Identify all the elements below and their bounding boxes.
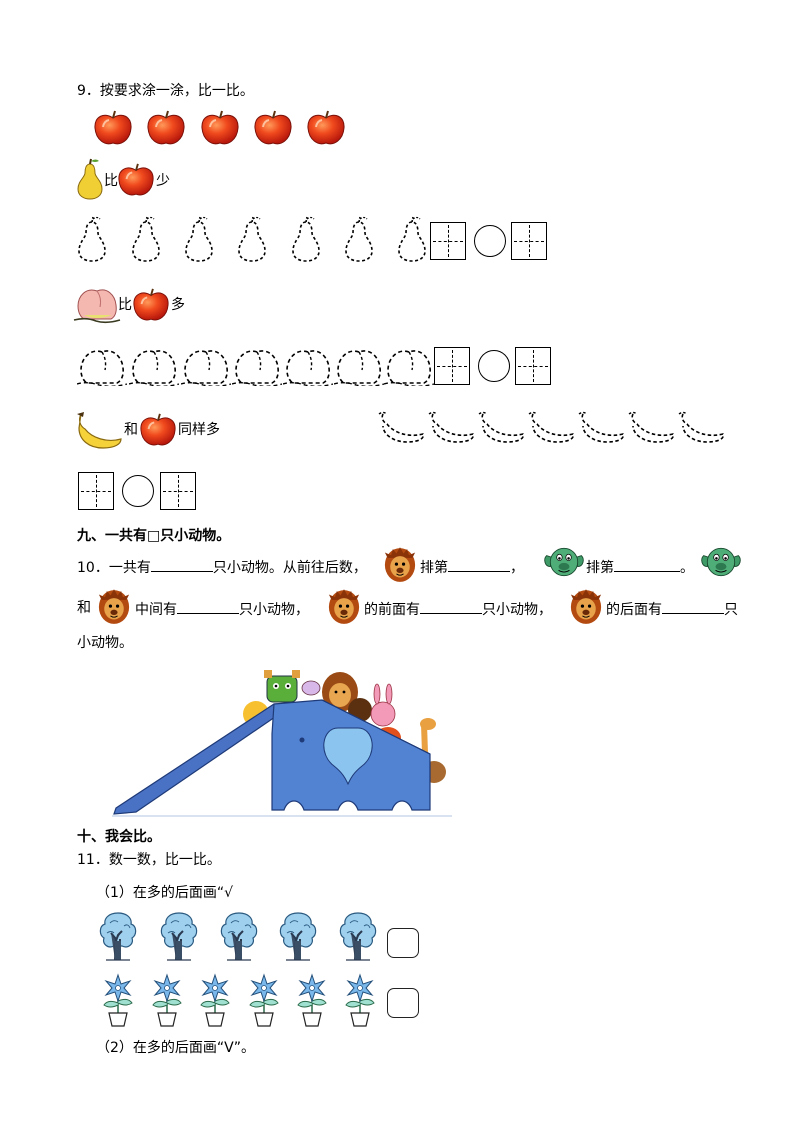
dashed-peach-row[interactable] bbox=[77, 346, 437, 392]
answer-blank-front[interactable] bbox=[420, 599, 482, 614]
question-11-sub-2: （2）在多的后面画“V”。 bbox=[96, 1040, 255, 1056]
flower-pot-icon bbox=[345, 974, 375, 1027]
q10-text: 中间有 bbox=[135, 602, 177, 618]
q10-text: 只小动物。从前往后数， bbox=[212, 560, 367, 576]
tree-icon bbox=[160, 912, 198, 961]
flower-pot-icon bbox=[152, 974, 182, 1027]
compare-circle-peach[interactable] bbox=[478, 350, 510, 382]
answer-box-peach-right[interactable] bbox=[515, 347, 551, 385]
question-11-title: 11．数一数，比一比。 bbox=[77, 852, 221, 868]
q10-text: 10．一共有 bbox=[77, 560, 151, 576]
answer-blank-between[interactable] bbox=[177, 599, 239, 614]
peach-compare-label-duo: 多 bbox=[171, 297, 185, 313]
compare-circle-banana[interactable] bbox=[122, 475, 154, 507]
dashed-banana-row[interactable] bbox=[377, 410, 737, 450]
lion-icon bbox=[98, 589, 130, 629]
q10-text: ， bbox=[510, 560, 524, 576]
tree-icon bbox=[339, 912, 377, 961]
apple-row bbox=[93, 109, 363, 151]
peach-icon bbox=[73, 285, 121, 327]
lion-icon bbox=[384, 547, 416, 587]
q10-text: 只 bbox=[724, 602, 738, 618]
section-10-title: 十、我会比。 bbox=[77, 829, 161, 845]
banana-compare-label-he: 和 bbox=[124, 422, 138, 438]
q10-behind: 的后面有 只 bbox=[606, 599, 738, 619]
answer-box-banana-right[interactable] bbox=[160, 472, 196, 510]
answer-box-pear-right[interactable] bbox=[511, 222, 547, 260]
tree-icon bbox=[220, 912, 258, 961]
flower-pot-icon bbox=[249, 974, 279, 1027]
pear-compare-label-bi: 比 bbox=[104, 173, 118, 189]
apple-icon bbox=[117, 162, 157, 202]
flower-pot-icon bbox=[200, 974, 230, 1027]
tree-icon bbox=[279, 912, 317, 961]
q10-text: 只小动物， bbox=[239, 602, 309, 618]
compare-circle-pear[interactable] bbox=[474, 225, 506, 257]
lion-icon bbox=[328, 589, 360, 629]
apple-icon bbox=[132, 287, 172, 327]
question-9-title: 9．按要求涂一涂，比一比。 bbox=[77, 83, 254, 99]
answer-box-trees[interactable] bbox=[387, 928, 419, 958]
q10-rank-frog: 排第 。 bbox=[586, 557, 694, 577]
answer-blank-total[interactable] bbox=[150, 557, 213, 572]
question-10-line-1: 10．一共有 只小动物。从前往后数， bbox=[77, 557, 757, 581]
pear-icon bbox=[75, 158, 105, 204]
frog-icon bbox=[700, 546, 742, 582]
q10-front: 的前面有 只小动物， bbox=[364, 599, 552, 619]
q10-text: 的后面有 bbox=[606, 602, 662, 618]
q10-text: 排第 bbox=[586, 560, 614, 576]
q10-text: 排第 bbox=[420, 560, 448, 576]
answer-box-banana-left[interactable] bbox=[78, 472, 114, 510]
section-9-title: 九、一共有□只小动物。 bbox=[77, 528, 231, 544]
banana-compare-label-same: 同样多 bbox=[178, 422, 220, 438]
apple-icon bbox=[253, 110, 293, 145]
dashed-pear-row[interactable] bbox=[75, 216, 435, 270]
q10-text: 小动物。 bbox=[77, 635, 133, 651]
flower-row bbox=[98, 971, 388, 1033]
apple-icon bbox=[146, 110, 186, 145]
q10-text: 只小动物， bbox=[482, 602, 552, 618]
apple-icon bbox=[139, 412, 179, 452]
apple-icon bbox=[200, 110, 240, 145]
slide-animals-illustration bbox=[112, 664, 472, 824]
flower-pot-icon bbox=[103, 974, 133, 1027]
q10-between: 中间有 只小动物， bbox=[135, 599, 309, 619]
q10-text: 。 bbox=[680, 560, 694, 576]
answer-blank-behind[interactable] bbox=[662, 599, 724, 614]
tree-row bbox=[98, 911, 378, 967]
answer-box-flowers[interactable] bbox=[387, 988, 419, 1018]
answer-blank-lion-rank[interactable] bbox=[448, 557, 510, 572]
flower-pot-icon bbox=[297, 974, 327, 1027]
frog-icon bbox=[543, 546, 585, 582]
tree-icon bbox=[99, 912, 137, 961]
answer-box-peach-left[interactable] bbox=[434, 347, 470, 385]
peach-compare-label-bi: 比 bbox=[118, 297, 132, 313]
answer-blank-frog-rank[interactable] bbox=[614, 557, 680, 572]
apple-icon bbox=[93, 110, 133, 145]
lion-icon bbox=[570, 589, 602, 629]
banana-icon bbox=[75, 410, 123, 454]
answer-box-pear-left[interactable] bbox=[430, 222, 466, 260]
question-11-sub-1: （1）在多的后面画“√ bbox=[96, 885, 234, 901]
q10-rank-lion: 排第 ， bbox=[420, 557, 524, 577]
pear-compare-label-shao: 少 bbox=[156, 173, 170, 189]
q10-text: 的前面有 bbox=[364, 602, 420, 618]
apple-icon bbox=[306, 110, 346, 145]
q10-text: 和 bbox=[77, 600, 91, 616]
